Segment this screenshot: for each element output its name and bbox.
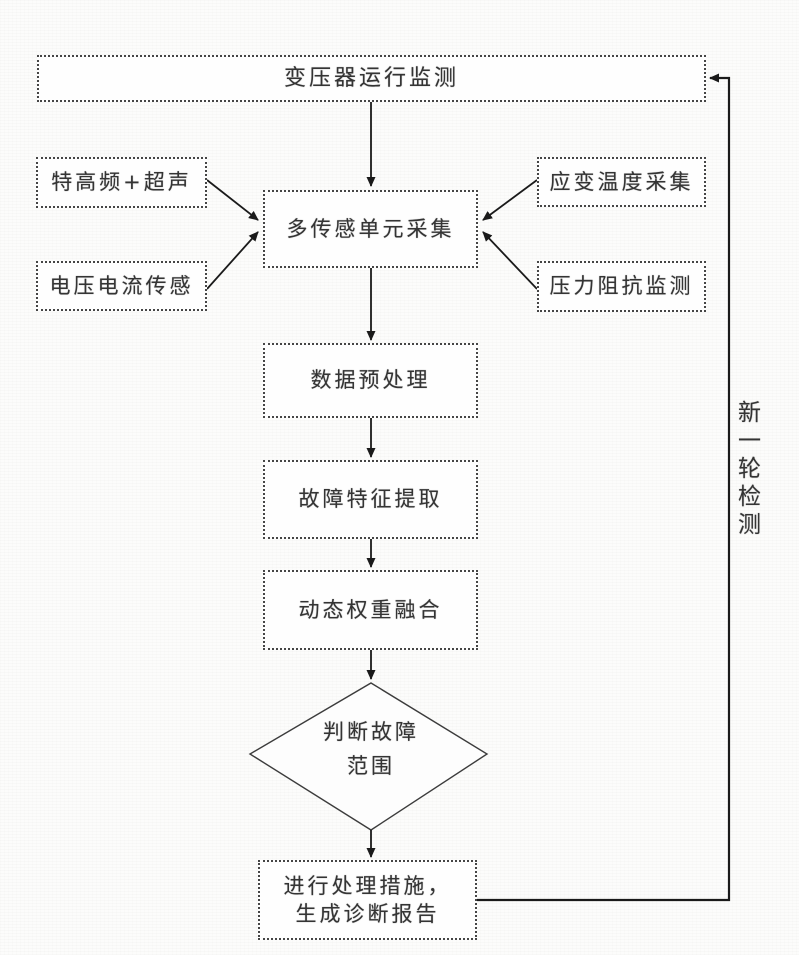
feedback-loop-label: 新一轮检测 [738,400,761,538]
flow-node-label: 进行处理措施，生成诊断报告 [283,873,452,926]
arrow-pressure-to-multisensor [482,231,538,290]
flow-node-decision-fault-scope: 判断故障范围 [271,716,471,783]
arrow-voltage-to-multisensor [206,231,259,290]
flow-node-fault-feature-extraction: 故障特征提取 [263,460,478,539]
flow-node-voltage-current-sensing: 电压电流传感 [36,261,207,311]
flow-node-label: 电压电流传感 [49,273,194,298]
flow-node-transformer-monitoring: 变压器运行监测 [37,55,706,102]
arrow-strain-to-multisensor [482,179,538,221]
flow-node-label: 应变温度采集 [549,169,694,194]
flow-node-strain-temperature-acquisition: 应变温度采集 [537,157,706,207]
flow-node-label: 故障特征提取 [298,487,443,512]
flow-node-multi-sensor-acquisition: 多传感单元采集 [263,190,478,268]
flow-node-dynamic-weight-fusion: 动态权重融合 [263,570,478,650]
flow-node-label: 特高频+超声 [51,170,192,195]
flow-node-treatment-and-report: 进行处理措施，生成诊断报告 [258,860,477,940]
flow-node-label: 变压器运行监测 [283,65,459,91]
flow-node-label: 数据预处理 [310,368,431,393]
flow-node-pressure-impedance-monitoring: 压力阻抗监测 [537,261,706,312]
arrow-uhf-to-multisensor [206,179,259,221]
flow-node-uhf-ultrasonic: 特高频+超声 [36,157,207,208]
flow-node-data-preprocessing: 数据预处理 [263,343,478,418]
flow-node-label: 判断故障范围 [323,720,419,778]
flow-node-label: 动态权重融合 [298,597,443,622]
flow-node-label: 多传感单元采集 [286,216,455,241]
flow-node-label: 压力阻抗监测 [549,274,694,299]
